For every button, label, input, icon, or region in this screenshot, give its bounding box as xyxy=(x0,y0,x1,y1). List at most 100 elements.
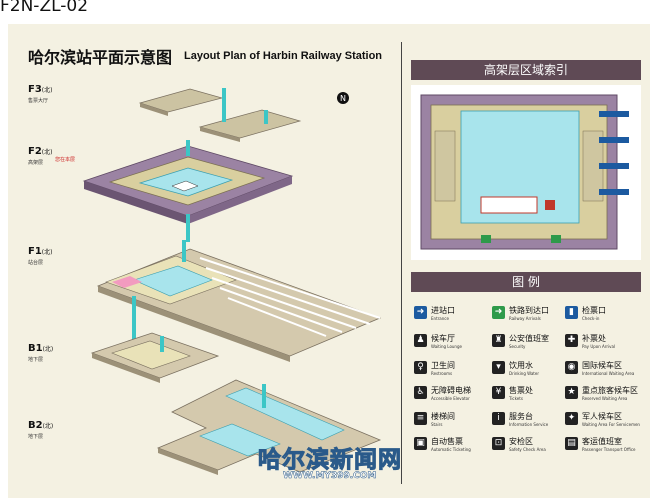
f2-escalator xyxy=(171,180,199,192)
legend-label: 售票处 xyxy=(509,386,533,395)
elevated-floor-index-map xyxy=(411,85,641,260)
legend-item: ▤ 客运值班室 Passenger Transport Office xyxy=(565,436,645,456)
legend-label-en: Stairs xyxy=(431,422,443,427)
legend-label-en: Safety Check Area xyxy=(509,447,546,452)
water-icon: ▾ xyxy=(492,361,505,374)
legend-item: ♀ 卫生间 Restrooms xyxy=(414,360,494,380)
index-gate xyxy=(480,196,538,214)
payment-icon: ✚ xyxy=(565,334,578,347)
floor-f3-name: 售票大厅 xyxy=(28,98,49,104)
legend-item: ♟ 候车厅 Waiting Lounge xyxy=(414,333,494,353)
panel-divider xyxy=(401,42,402,484)
watermark: 哈尔滨新闻网 xyxy=(258,447,402,474)
restroom-icon: ♀ xyxy=(414,361,427,374)
floor-f1-name: 站台层 xyxy=(28,260,44,266)
floor-suffix: (北) xyxy=(42,423,54,430)
floor-plans-illustration xyxy=(82,88,382,475)
index-entrance-mark xyxy=(481,235,491,243)
legend-label: 客运值班室 xyxy=(582,437,622,446)
legend-label-en: Information Service xyxy=(509,422,549,427)
legend-item: ✚ 补票处 Pay Upon Arrival xyxy=(565,333,645,353)
floor-b1-label: B1(北) xyxy=(28,343,53,354)
f1-elevator-shaft xyxy=(132,296,136,346)
legend-item: ⊡ 安检区 Safety Check Area xyxy=(492,436,572,456)
legend-item: ▾ 饮用水 Drinking Water xyxy=(492,360,572,380)
floor-f1-label: F1(北) xyxy=(28,246,52,257)
floor-f3-label: F3(北) xyxy=(28,84,52,95)
legend-label-en: Pay Upon Arrival xyxy=(582,344,616,349)
floor-id: F3 xyxy=(28,84,42,95)
index-platform-bridge xyxy=(599,163,629,169)
international-icon: ◉ xyxy=(565,361,578,374)
legend-item: ♜ 公安值班室 Security xyxy=(492,333,572,353)
floor-suffix: (北) xyxy=(41,149,53,156)
f2-floor-edge xyxy=(188,176,292,224)
b2-elevator-shaft xyxy=(262,384,266,408)
lounge-icon: ♟ xyxy=(414,334,427,347)
legend-item: ¥ 售票处 Tickets xyxy=(492,385,572,405)
page-title: 哈尔滨站平面示意图 xyxy=(28,48,173,67)
floor-suffix: (北) xyxy=(42,346,54,353)
floor-f2-label: F2(北) xyxy=(28,146,52,157)
b2-corridor xyxy=(199,423,281,457)
ticket-icon: ¥ xyxy=(492,386,505,399)
legend-label-en: Drinking Water xyxy=(509,371,539,376)
index-header: 高架层区域索引 xyxy=(411,60,641,80)
index-platform-bridge xyxy=(599,189,629,195)
security-icon: ♜ xyxy=(492,334,505,347)
legend-label: 铁路到达口 xyxy=(509,306,549,315)
compass-north-icon: N xyxy=(337,92,349,104)
floor-b2-name: 地下层 xyxy=(28,434,44,440)
index-platform-bridge xyxy=(599,137,629,143)
legend-item: ▮ 检票口 Check-in xyxy=(565,305,645,325)
f2-elevator-shaft xyxy=(186,140,190,156)
floor-f2-name: 高架层 xyxy=(28,160,44,166)
f2-elevator-shaft xyxy=(186,214,190,242)
legend-item: ≡ 楼梯间 Stairs xyxy=(414,411,494,431)
legend-label-en: Entrance xyxy=(431,316,449,321)
legend-label-en: Accessible Elevator xyxy=(431,396,470,401)
legend-label-en: Passenger Transport Office xyxy=(582,447,636,452)
f3-floor-edge xyxy=(140,103,168,116)
legend-item: ★ 重点旅客候车区 Reserved Waiting Area xyxy=(565,385,645,405)
legend-item: ✦ 军人候车区 Waiting Area For Servicemen xyxy=(565,411,645,431)
f3-elevator-shaft xyxy=(222,88,226,122)
legend-label: 无障碍电梯 xyxy=(431,386,471,395)
legend-label-en: Railway Arrivals xyxy=(509,316,541,321)
legend-label-en: Reserved Waiting Area xyxy=(582,396,628,401)
f3-platform xyxy=(198,109,302,139)
floor-id: B2 xyxy=(28,420,43,431)
page-title-en: Layout Plan of Harbin Railway Station xyxy=(184,50,383,62)
legend-label-en: Security xyxy=(509,344,526,349)
platform-line xyxy=(199,257,381,319)
legend-label: 自动售票 xyxy=(431,437,463,446)
b1-elevator-shaft xyxy=(160,336,164,352)
safety-icon: ⊡ xyxy=(492,437,505,450)
index-entrance-mark xyxy=(551,235,561,243)
autoticket-icon: ▣ xyxy=(414,437,427,450)
arrivals-icon: ➜ xyxy=(492,306,505,319)
reserved-icon: ★ xyxy=(565,386,578,399)
legend-item: ♿ 无障碍电梯 Accessible Elevator xyxy=(414,385,494,405)
legend-label-en: Restrooms xyxy=(431,371,453,376)
legend-label: 国际候车区 xyxy=(582,361,622,370)
legend-header: 图 例 xyxy=(411,272,641,292)
legend-label: 补票处 xyxy=(582,334,606,343)
floor-id: F2 xyxy=(28,146,42,157)
legend-label: 重点旅客候车区 xyxy=(582,386,638,395)
f1-elevator-shaft xyxy=(182,240,186,262)
legend-label: 进站口 xyxy=(431,306,455,315)
legend-item: ➜ 进站口 Entrance xyxy=(414,305,494,325)
office-icon: ▤ xyxy=(565,437,578,450)
legend-label: 卫生间 xyxy=(431,361,455,370)
legend-item: i 服务台 Information Service xyxy=(492,411,572,431)
platform-line xyxy=(227,297,327,337)
floor-id: F1 xyxy=(28,246,42,257)
legend-label-en: Tickets xyxy=(509,396,523,401)
legend-item: ◉ 国际候车区 International Waiting Area xyxy=(565,360,645,380)
b2-floor-edge xyxy=(158,448,218,475)
legend-label: 公安值班室 xyxy=(509,334,549,343)
b1-concourse xyxy=(111,340,191,370)
checkin-icon: ▮ xyxy=(565,306,578,319)
f1-concourse xyxy=(133,265,213,297)
